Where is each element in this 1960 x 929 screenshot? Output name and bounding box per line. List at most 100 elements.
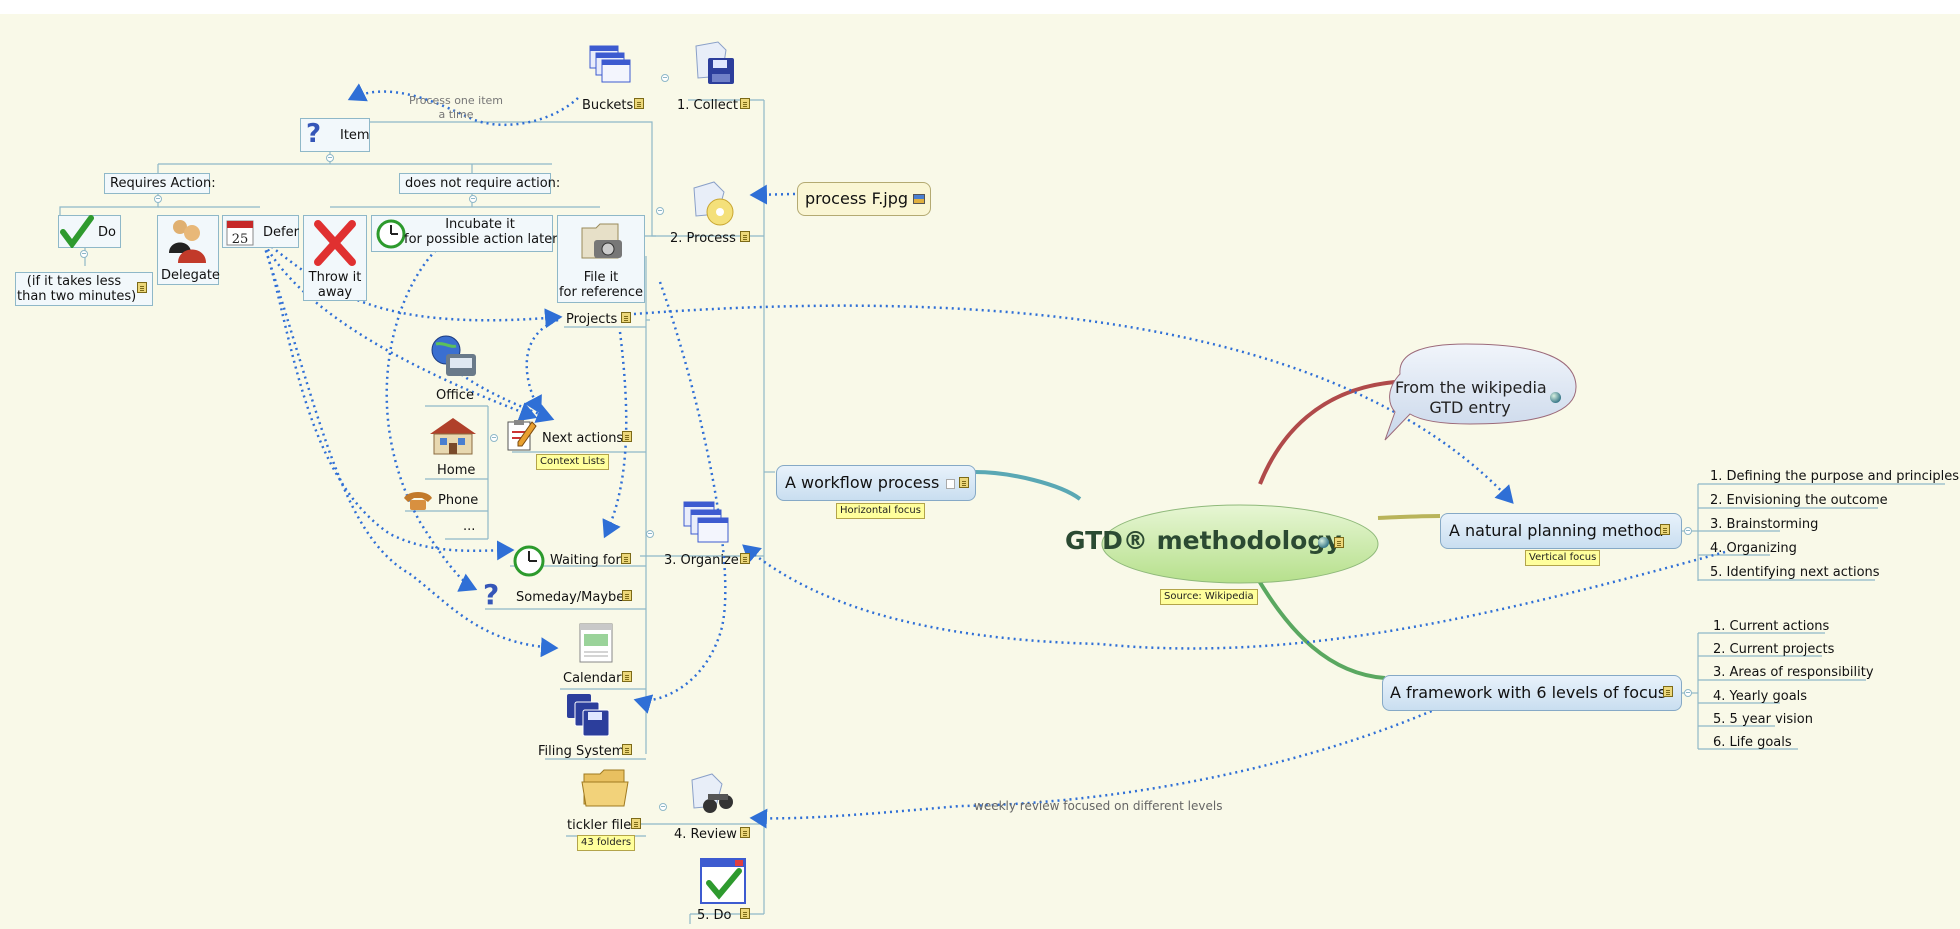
note-icon[interactable] — [622, 431, 632, 442]
planning-step: 4. Organizing — [1710, 541, 1797, 556]
step-process[interactable]: 2. Process — [670, 231, 736, 246]
requires-action-node[interactable] — [104, 173, 210, 194]
context-office[interactable]: Office — [436, 388, 474, 403]
tickler-file-label[interactable]: tickler file — [567, 818, 632, 833]
two-minutes-node[interactable] — [15, 272, 153, 306]
collapse-toggle[interactable] — [326, 154, 334, 162]
collapse-toggle[interactable] — [469, 195, 477, 203]
focus-level: 5. 5 year vision — [1713, 712, 1813, 727]
planning-step: 3. Brainstorming — [1710, 517, 1819, 532]
step-review[interactable]: 4. Review — [674, 827, 737, 842]
note-icon[interactable] — [1663, 686, 1673, 697]
step-organize[interactable]: 3. Organize — [664, 553, 739, 568]
collapse-toggle[interactable] — [1684, 689, 1692, 697]
alarm-clock-icon — [376, 219, 406, 249]
defer-label: Defer — [263, 225, 299, 240]
incubate-text: Incubate it for possible action later — [404, 217, 558, 247]
throw-away-node[interactable] — [303, 215, 367, 301]
projects-label[interactable]: Projects — [566, 312, 618, 327]
phone-icon — [404, 492, 432, 510]
planning-node[interactable] — [1440, 513, 1682, 549]
filing-system-label[interactable]: Filing System — [538, 744, 625, 759]
workflow-node[interactable] — [776, 465, 976, 501]
calendar-25-icon: 25 — [226, 220, 254, 247]
checkmark-icon — [60, 215, 94, 248]
incubate-line1: Incubate it — [445, 217, 515, 232]
framework-node[interactable] — [1382, 675, 1682, 711]
two-minutes-line1: (if it takes less — [26, 274, 122, 289]
note-icon[interactable] — [1334, 537, 1344, 548]
collapse-toggle[interactable] — [646, 530, 654, 538]
collapse-toggle[interactable] — [661, 74, 669, 82]
collapse-toggle[interactable] — [80, 250, 88, 258]
note-icon[interactable] — [137, 282, 147, 293]
red-x-icon — [314, 220, 356, 266]
process-one-item-note: Process one item a time — [400, 94, 512, 122]
link-globe-icon[interactable] — [1318, 537, 1329, 548]
process-image-node[interactable] — [797, 182, 931, 216]
collapse-toggle[interactable] — [656, 207, 664, 215]
central-branches — [974, 380, 1441, 680]
item-node[interactable] — [300, 118, 370, 152]
clipboard-pencil-icon — [507, 420, 537, 451]
do-label: Do — [98, 225, 116, 240]
question-icon: ? — [306, 119, 322, 149]
note-icon[interactable] — [740, 908, 750, 919]
note-icon[interactable] — [634, 98, 644, 109]
requires-action-label: Requires Action: — [110, 176, 216, 191]
note-icon[interactable] — [740, 553, 750, 564]
do-window-check-icon — [700, 858, 746, 904]
note-icon[interactable] — [740, 98, 750, 109]
calendar-label[interactable]: Calendar — [563, 671, 622, 686]
note-icon[interactable] — [740, 827, 750, 838]
buckets-label[interactable]: Buckets — [582, 98, 634, 113]
vertical-focus-tag: Vertical focus — [1525, 550, 1601, 566]
planning-title: A natural planning method — [1449, 521, 1664, 540]
filing-floppy-icon — [567, 694, 610, 737]
context-more[interactable]: ... — [463, 519, 476, 534]
no-action-node[interactable] — [399, 173, 551, 194]
context-phone[interactable]: Phone — [438, 493, 479, 508]
organize-windows-icon — [682, 500, 732, 548]
review-binoculars-icon — [691, 773, 733, 813]
note-icon[interactable] — [621, 553, 631, 564]
horizontal-focus-tag: Horizontal focus — [836, 503, 925, 519]
mind-map-connectors — [59, 83, 1945, 924]
step-do[interactable]: 5. Do — [697, 908, 732, 923]
central-node-shape — [1101, 504, 1379, 584]
file-it-line1: File it — [583, 270, 619, 285]
next-actions-label[interactable]: Next actions — [542, 431, 624, 446]
delegate-label: Delegate — [161, 268, 220, 283]
note-icon[interactable] — [621, 312, 631, 323]
relationship-arrows — [260, 83, 1726, 829]
collapse-toggle[interactable] — [1684, 527, 1692, 535]
tickler-folder-icon — [581, 769, 629, 807]
collapse-toggle[interactable] — [490, 434, 498, 442]
step-collect[interactable]: 1. Collect — [677, 98, 739, 113]
delegate-people-icon — [169, 220, 206, 263]
note-icon[interactable] — [1660, 524, 1670, 535]
note-icon[interactable] — [631, 818, 641, 829]
note-icon[interactable] — [622, 671, 632, 682]
note-icon[interactable] — [959, 477, 969, 488]
someday-label[interactable]: Someday/Maybe — [516, 590, 625, 605]
wiki-globe-icon[interactable] — [1550, 392, 1561, 403]
note-icon[interactable] — [622, 590, 632, 601]
focus-level: 1. Current actions — [1713, 619, 1830, 634]
collapse-toggle[interactable] — [154, 195, 162, 203]
someday-question-icon: ? — [483, 578, 500, 611]
throw-away-text: Throw it away — [303, 270, 367, 300]
note-icon[interactable] — [740, 231, 750, 242]
note-icon[interactable] — [622, 744, 632, 755]
collapse-toggle[interactable] — [659, 803, 667, 811]
process-one-item-line1: Process one item — [408, 94, 504, 107]
context-home[interactable]: Home — [437, 463, 476, 478]
waiting-clock-icon — [513, 545, 545, 577]
central-topic[interactable]: GTD® methodology — [1065, 526, 1342, 555]
waiting-for-label[interactable]: Waiting for — [550, 553, 621, 568]
focus-level: 4. Yearly goals — [1713, 689, 1808, 704]
wiki-line2: GTD entry — [1429, 398, 1511, 417]
throw-away-line2: away — [317, 285, 353, 300]
focus-level: 3. Areas of responsibility — [1713, 665, 1874, 680]
